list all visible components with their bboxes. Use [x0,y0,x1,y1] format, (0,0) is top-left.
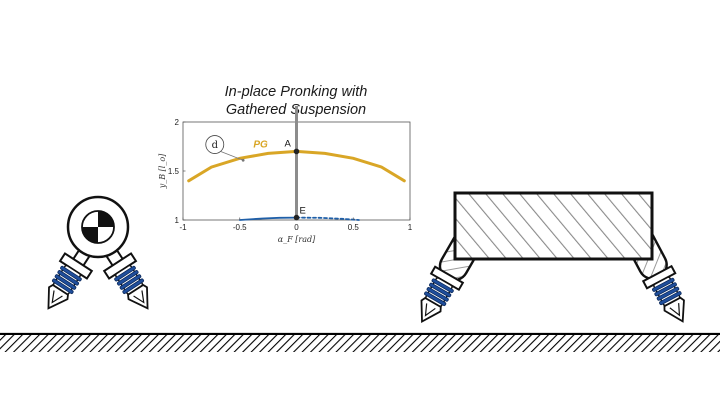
robot-body [453,191,654,261]
ground [0,332,720,352]
y-axis-label: y_B [l_o] [158,153,167,189]
right-robot [411,191,694,328]
point-a-marker [293,148,300,155]
ground-hatch [0,335,720,352]
blue-curve-dashed [295,216,360,221]
point-e-marker [293,214,300,221]
x-tick-label: -1 [179,223,187,232]
blue-curve-solid [238,216,298,221]
x-tick-label: 0 [294,223,299,232]
point-a-label: A [285,138,292,149]
y-tick-label: 1.5 [168,167,180,176]
x-tick-label: 1 [408,223,413,232]
figure-title-line1: In-place Pronking with [225,84,368,100]
series-label-pg: PG [253,139,268,150]
annotation-anchor [241,158,245,162]
y-tick-label: 2 [175,118,180,127]
left-robot [38,195,158,316]
point-e-label: E [300,206,306,217]
annotation-leader [220,151,244,161]
y-tick-label: 1 [175,216,180,225]
annotation-circle [205,135,225,154]
x-axis-label: α_F [rad] [278,235,316,244]
x-tick-label: -0.5 [233,223,247,232]
x-tick-label: 0.5 [348,223,360,232]
annotation-label: d [212,140,219,151]
chart: -1 -0.5 0 0.5 1 1 1.5 2 α_F [rad] y_B [l_o] PG A… [158,106,413,244]
center-of-mass-icon [81,210,115,244]
